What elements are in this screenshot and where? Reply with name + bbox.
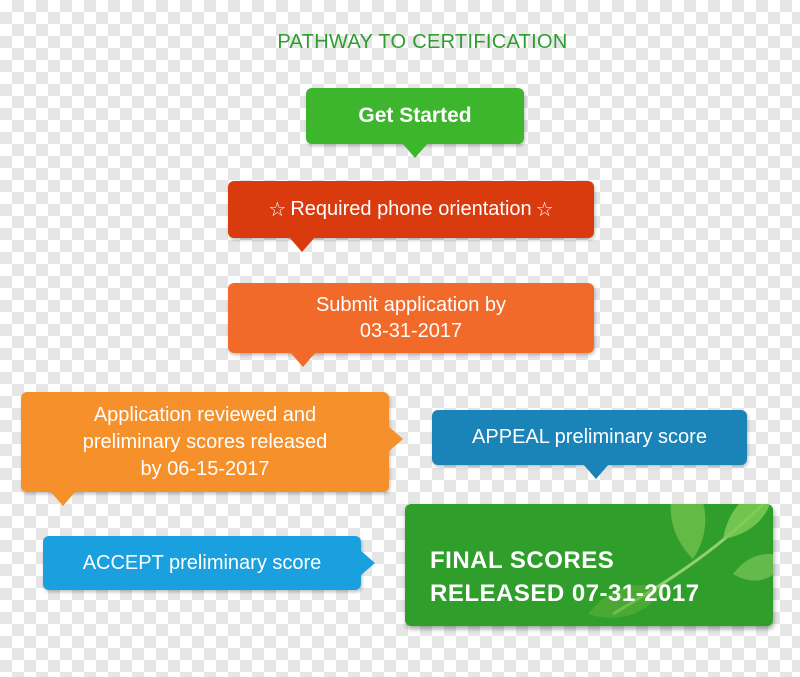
application-reviewed-box: Application reviewed and preliminary sco… [21, 392, 389, 492]
final-scores-line1: FINAL SCORES [430, 547, 615, 574]
final-scores-box: FINAL SCORES RELEASED 07-31-2017 [405, 504, 773, 626]
accept-box: ACCEPT preliminary score [43, 536, 361, 590]
submit-application-box: Submit application by 03-31-2017 [228, 283, 594, 353]
get-started-box: Get Started [306, 88, 524, 144]
page-title: PATHWAY TO CERTIFICATION [277, 31, 568, 53]
submit-application-deadline: 03-31-2017 [359, 320, 463, 342]
get-started-pointer [402, 143, 428, 158]
appeal-label: APPEAL preliminary score [472, 426, 707, 448]
appeal-box: APPEAL preliminary score [432, 410, 747, 465]
appeal-pointer [583, 464, 609, 479]
get-started-label: Get Started [358, 104, 472, 127]
accept-pointer [360, 550, 375, 576]
application-reviewed-line3: by 06-15-2017 [140, 457, 270, 480]
phone-orientation-box: ☆ Required phone orientation ☆ [228, 181, 594, 238]
phone-orientation-label: Required phone orientation [290, 198, 532, 220]
application-reviewed-line2: preliminary scores released [82, 430, 328, 453]
leaf-decoration-icon [588, 504, 773, 618]
star-outline-icon: ☆ [535, 199, 554, 221]
accept-label: ACCEPT preliminary score [82, 551, 322, 574]
submit-application-pointer [290, 352, 316, 367]
application-reviewed-down-pointer [50, 491, 76, 506]
phone-orientation-pointer [289, 237, 315, 252]
final-scores-line2: RELEASED 07-31-2017 [430, 580, 700, 607]
star-outline-icon: ☆ [268, 199, 287, 221]
application-reviewed-right-pointer [388, 426, 403, 452]
application-reviewed-line1: Application reviewed and [93, 403, 317, 426]
submit-application-line1: Submit application by [315, 294, 507, 316]
